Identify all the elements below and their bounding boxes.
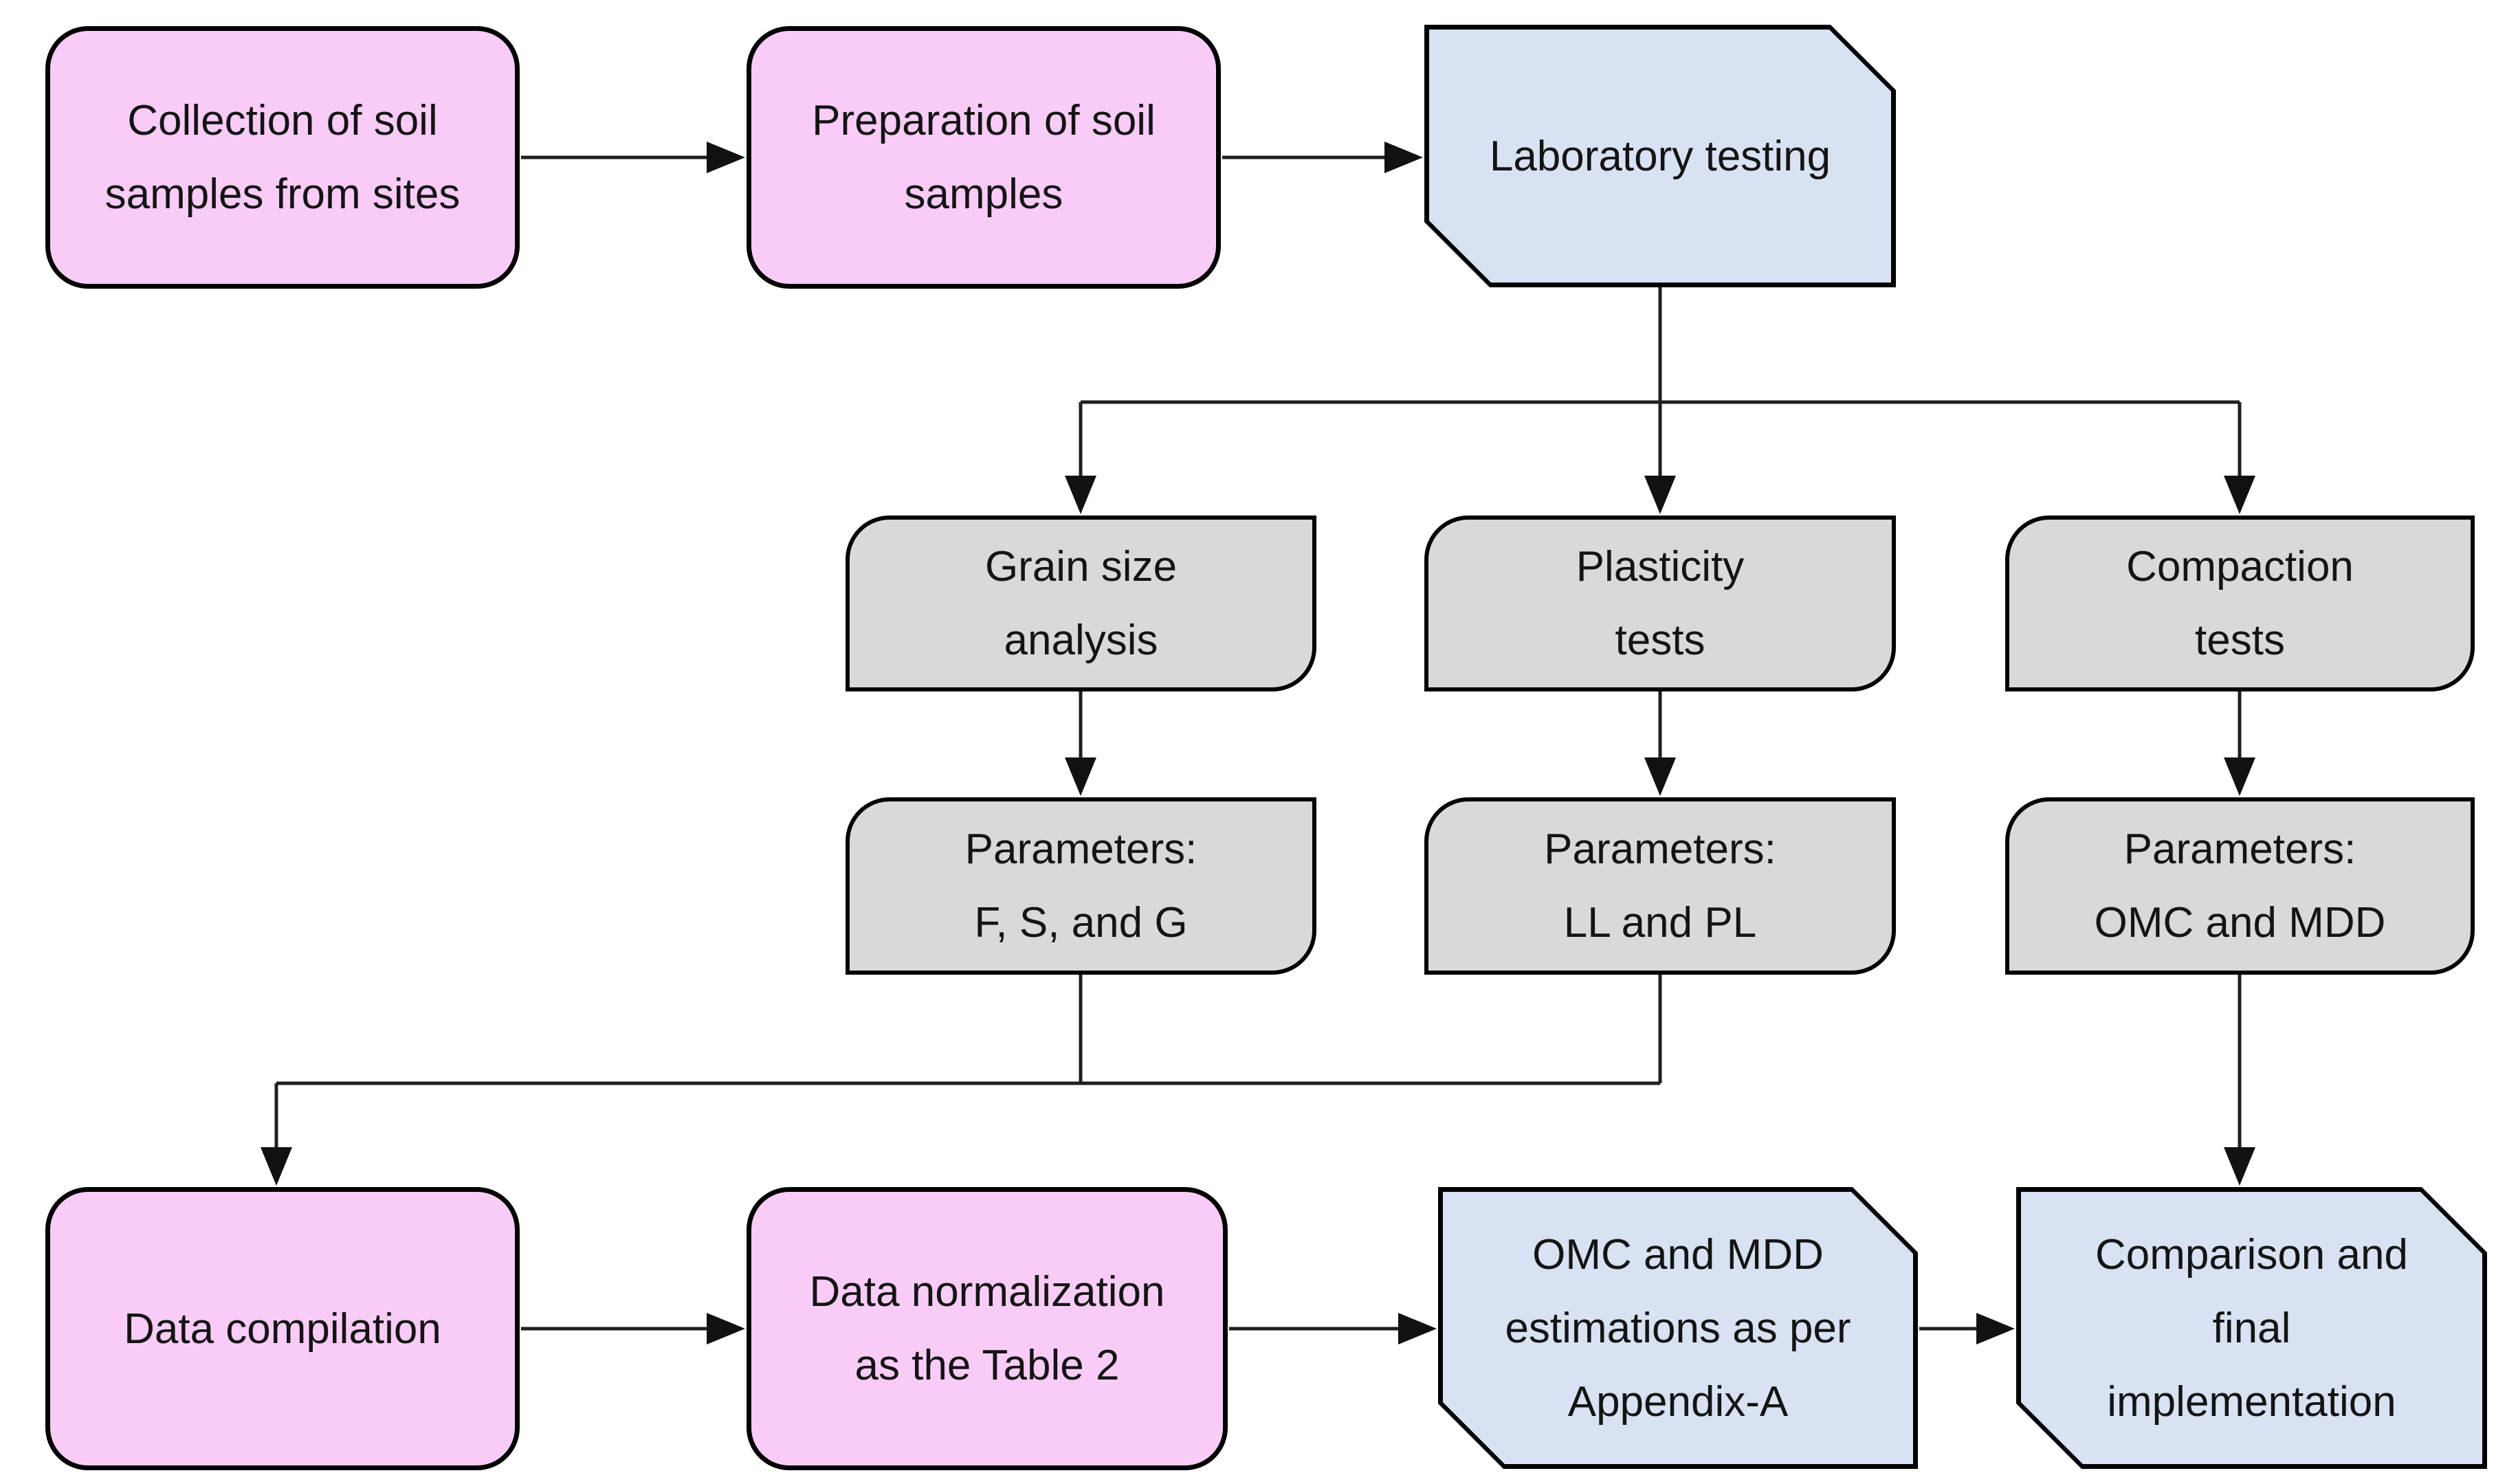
node-normalization-label: Data normalization as the Table 2 (809, 1268, 1165, 1389)
arrowhead-branch-to-compaction (2224, 476, 2255, 514)
node-parameters-omcmdd: Parameters: OMC and MDD (2005, 797, 2475, 975)
arrowhead-collector-to-compilation (261, 1147, 292, 1186)
node-comparison-final-implementation: Comparison and final implementation (2016, 1187, 2487, 1469)
arrowhead-collection-to-preparation (707, 142, 745, 173)
node-collection-of-soil-samples: Collection of soil samples from sites (45, 26, 520, 289)
node-compaction-label: Compaction tests (2126, 543, 2354, 664)
arrowhead-branch-to-grain (1065, 476, 1096, 514)
node-compaction-tests: Compaction tests (2005, 516, 2475, 691)
node-comparison-label: Comparison and final implementation (2095, 1230, 2408, 1426)
arrowhead-compaction-to-params-omcmdd (2224, 757, 2255, 796)
node-grain-size-analysis: Grain size analysis (846, 516, 1316, 691)
node-plasticity-label: Plasticity tests (1576, 543, 1745, 664)
arrowhead-preparation-to-laboratory (1384, 142, 1423, 173)
node-parameters-fsg: Parameters: F, S, and G (846, 797, 1316, 975)
node-data-compilation: Data compilation (45, 1187, 520, 1470)
node-preparation-of-soil-samples: Preparation of soil samples (747, 26, 1221, 289)
node-parameters-omcmdd-label: Parameters: OMC and MDD (2094, 826, 2386, 946)
node-collection-label: Collection of soil samples from sites (104, 97, 461, 218)
arrowhead-plasticity-to-params-llpl (1644, 757, 1676, 796)
node-omc-mdd-estimations-inner: OMC and MDD estimations as per Appendix-… (1443, 1192, 1913, 1464)
node-compilation-label: Data compilation (124, 1305, 441, 1353)
arrowhead-compilation-to-normalization (707, 1313, 745, 1344)
node-laboratory-testing: Laboratory testing (1424, 25, 1896, 287)
node-omc-mdd-estimations: OMC and MDD estimations as per Appendix-… (1438, 1187, 1918, 1469)
node-estimations-label: OMC and MDD estimations as per Appendix-… (1505, 1230, 1851, 1426)
node-laboratory-label: Laboratory testing (1489, 132, 1831, 180)
node-preparation-label: Preparation of soil samples (812, 97, 1156, 218)
node-grain-label: Grain size analysis (984, 543, 1178, 664)
node-parameters-llpl-label: Parameters: LL and PL (1544, 826, 1776, 946)
node-laboratory-testing-inner: Laboratory testing (1429, 30, 1891, 283)
arrowhead-grain-to-params-fsg (1065, 757, 1096, 796)
arrowhead-estimations-to-comparison (1976, 1313, 2015, 1344)
arrowhead-params-omcmdd-to-comparison (2224, 1147, 2255, 1186)
node-comparison-inner: Comparison and final implementation (2021, 1192, 2482, 1464)
node-data-normalization: Data normalization as the Table 2 (747, 1187, 1228, 1470)
node-plasticity-tests: Plasticity tests (1424, 516, 1896, 691)
arrowhead-branch-to-plasticity (1644, 476, 1676, 514)
node-parameters-llpl: Parameters: LL and PL (1424, 797, 1896, 975)
node-parameters-fsg-label: Parameters: F, S, and G (964, 826, 1197, 946)
arrowhead-normalization-to-estimations (1398, 1313, 1437, 1344)
